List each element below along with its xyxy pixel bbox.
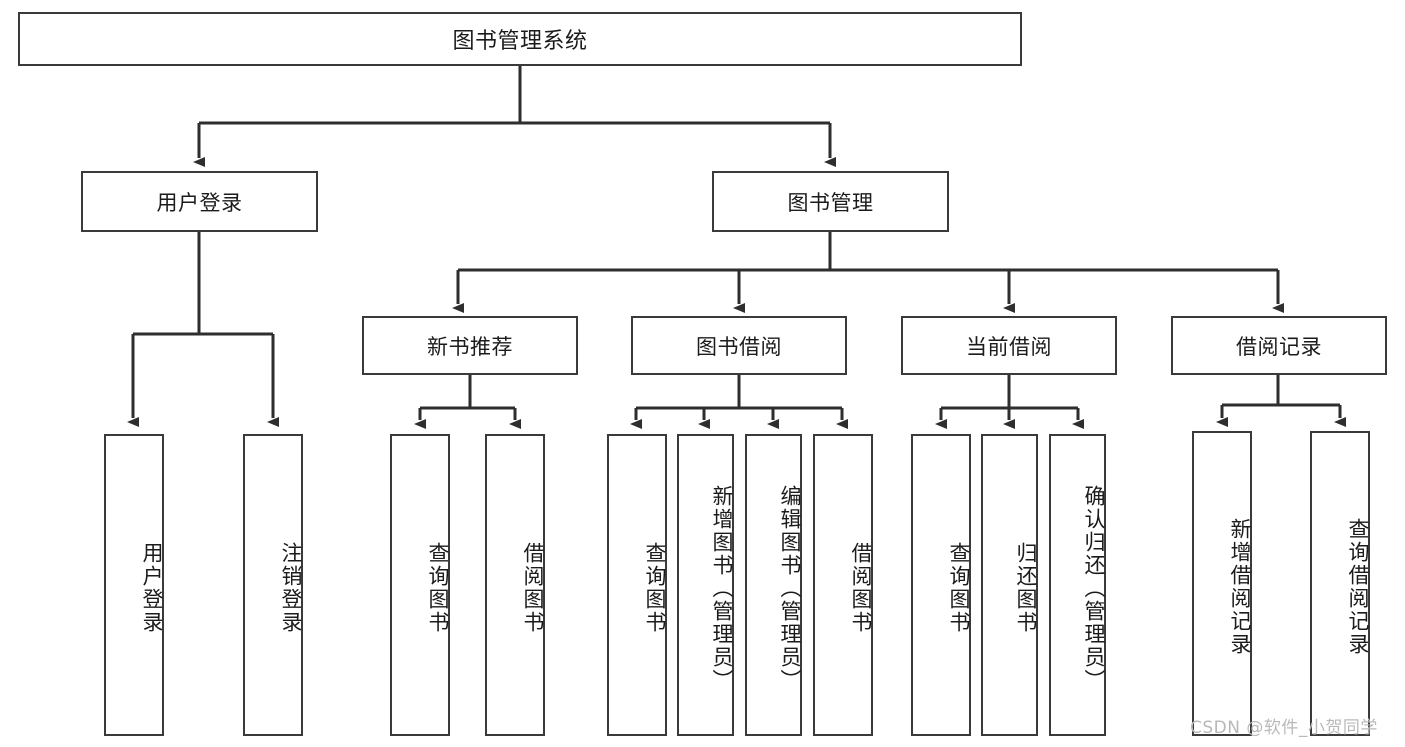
csdn-watermark: CSDN @软件_小贺同学 (1190, 718, 1378, 738)
leaf-add-book-admin-label: 新增图书（管理员） (710, 484, 734, 692)
leaf-query-book-recommend[interactable]: 查询图书 (390, 434, 450, 736)
leaf-confirm-return-admin-label: 确认归还（管理员） (1082, 484, 1106, 692)
leaf-query-book-borrow-label: 查询图书 (643, 542, 667, 634)
node-book-management-label: 图书管理 (787, 190, 874, 215)
node-user-login[interactable]: 用户登录 (81, 171, 318, 232)
leaf-add-borrow-record[interactable]: 新增借阅记录 (1192, 431, 1252, 736)
node-new-book-recommend[interactable]: 新书推荐 (362, 316, 578, 375)
leaf-query-book-current-label: 查询图书 (947, 542, 971, 634)
leaf-borrow-book-recommend-label: 借阅图书 (521, 542, 545, 634)
leaf-edit-book-admin[interactable]: 编辑图书（管理员） (745, 434, 802, 736)
leaf-user-logout-label: 注销登录 (279, 542, 303, 634)
leaf-query-borrow-record[interactable]: 查询借阅记录 (1310, 431, 1370, 736)
node-user-login-label: 用户登录 (156, 190, 243, 215)
node-root-system[interactable]: 图书管理系统 (18, 12, 1022, 66)
leaf-add-book-admin[interactable]: 新增图书（管理员） (677, 434, 734, 736)
leaf-query-borrow-record-label: 查询借阅记录 (1346, 517, 1370, 656)
leaf-edit-book-admin-label: 编辑图书（管理员） (778, 484, 802, 692)
leaf-query-book-borrow[interactable]: 查询图书 (607, 434, 667, 736)
node-book-borrow[interactable]: 图书借阅 (631, 316, 847, 375)
leaf-confirm-return-admin[interactable]: 确认归还（管理员） (1049, 434, 1106, 736)
leaf-user-login-label: 用户登录 (140, 542, 164, 634)
node-borrow-record-label: 借阅记录 (1236, 334, 1322, 359)
node-new-book-recommend-label: 新书推荐 (427, 334, 513, 359)
node-book-borrow-label: 图书借阅 (696, 334, 782, 359)
node-root-system-label: 图书管理系统 (452, 29, 588, 54)
node-current-borrow-label: 当前借阅 (966, 334, 1052, 359)
leaf-return-book[interactable]: 归还图书 (981, 434, 1038, 736)
node-current-borrow[interactable]: 当前借阅 (901, 316, 1117, 375)
leaf-query-book-recommend-label: 查询图书 (426, 542, 450, 634)
leaf-query-book-current[interactable]: 查询图书 (911, 434, 971, 736)
leaf-add-borrow-record-label: 新增借阅记录 (1228, 517, 1252, 656)
leaf-user-login[interactable]: 用户登录 (104, 434, 164, 736)
leaf-borrow-book-label: 借阅图书 (849, 542, 873, 634)
node-borrow-record[interactable]: 借阅记录 (1171, 316, 1387, 375)
leaf-borrow-book-recommend[interactable]: 借阅图书 (485, 434, 545, 736)
leaf-borrow-book[interactable]: 借阅图书 (813, 434, 873, 736)
leaf-return-book-label: 归还图书 (1014, 542, 1038, 634)
leaf-user-logout[interactable]: 注销登录 (243, 434, 303, 736)
node-book-management[interactable]: 图书管理 (712, 171, 949, 232)
